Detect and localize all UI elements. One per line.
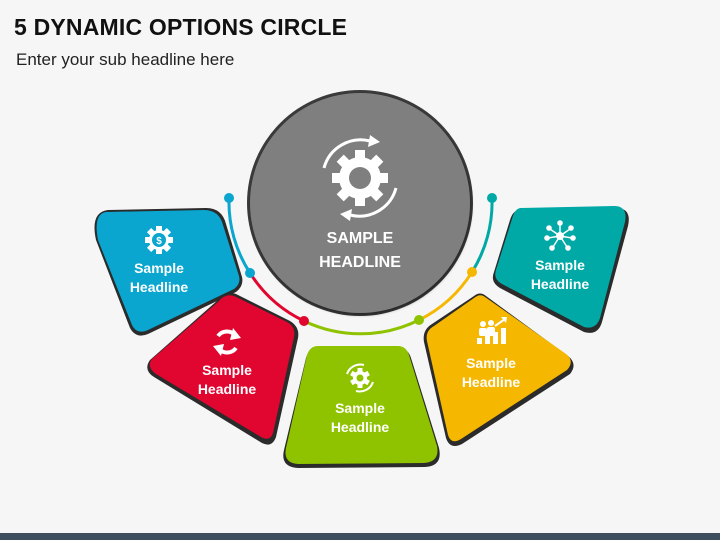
- option-2-label-line1: Sample: [202, 362, 252, 378]
- option-5-label-line1: Sample: [535, 257, 585, 273]
- option-3-label-line2: Headline: [331, 419, 390, 435]
- option-1[interactable]: $ Sample Headline: [94, 208, 243, 336]
- dollar-gear-icon: $: [145, 226, 173, 254]
- option-1-label-line2: Headline: [130, 279, 189, 295]
- option-1-label-line1: Sample: [134, 260, 184, 276]
- gear-cycle-icon: [346, 363, 374, 393]
- option-4-label-line2: Headline: [462, 374, 521, 390]
- connector-dot: [414, 315, 424, 325]
- hub-label-line1: SAMPLE: [327, 230, 394, 247]
- footer-bar: [0, 533, 720, 540]
- connector-dot: [487, 193, 497, 203]
- option-4[interactable]: Sample Headline: [423, 293, 574, 447]
- connector-arc: [224, 193, 497, 336]
- connector-dot: [245, 268, 255, 278]
- gear-cycle-icon: [322, 135, 398, 221]
- option-2[interactable]: Sample Headline: [147, 292, 299, 445]
- option-3-label-line1: Sample: [335, 400, 385, 416]
- option-5-label-line2: Headline: [531, 276, 590, 292]
- option-4-label-line1: Sample: [466, 355, 516, 371]
- connector-dot: [224, 193, 234, 203]
- option-5[interactable]: Sample Headline: [492, 206, 629, 333]
- hub-circle: SAMPLE HEADLINE: [247, 90, 473, 316]
- option-2-label-line2: Headline: [198, 381, 257, 397]
- hub-label-line2: HEADLINE: [319, 254, 401, 271]
- team-growth-icon: [477, 317, 507, 344]
- svg-text:$: $: [156, 236, 162, 247]
- option-3[interactable]: Sample Headline: [283, 346, 440, 468]
- page-title: 5 DYNAMIC OPTIONS CIRCLE: [14, 14, 348, 40]
- page-subtitle: Enter your sub headline here: [16, 50, 235, 69]
- refresh-icon: [213, 328, 241, 356]
- network-icon: [544, 220, 576, 251]
- connector-dot: [467, 267, 477, 277]
- connector-dot: [299, 316, 309, 326]
